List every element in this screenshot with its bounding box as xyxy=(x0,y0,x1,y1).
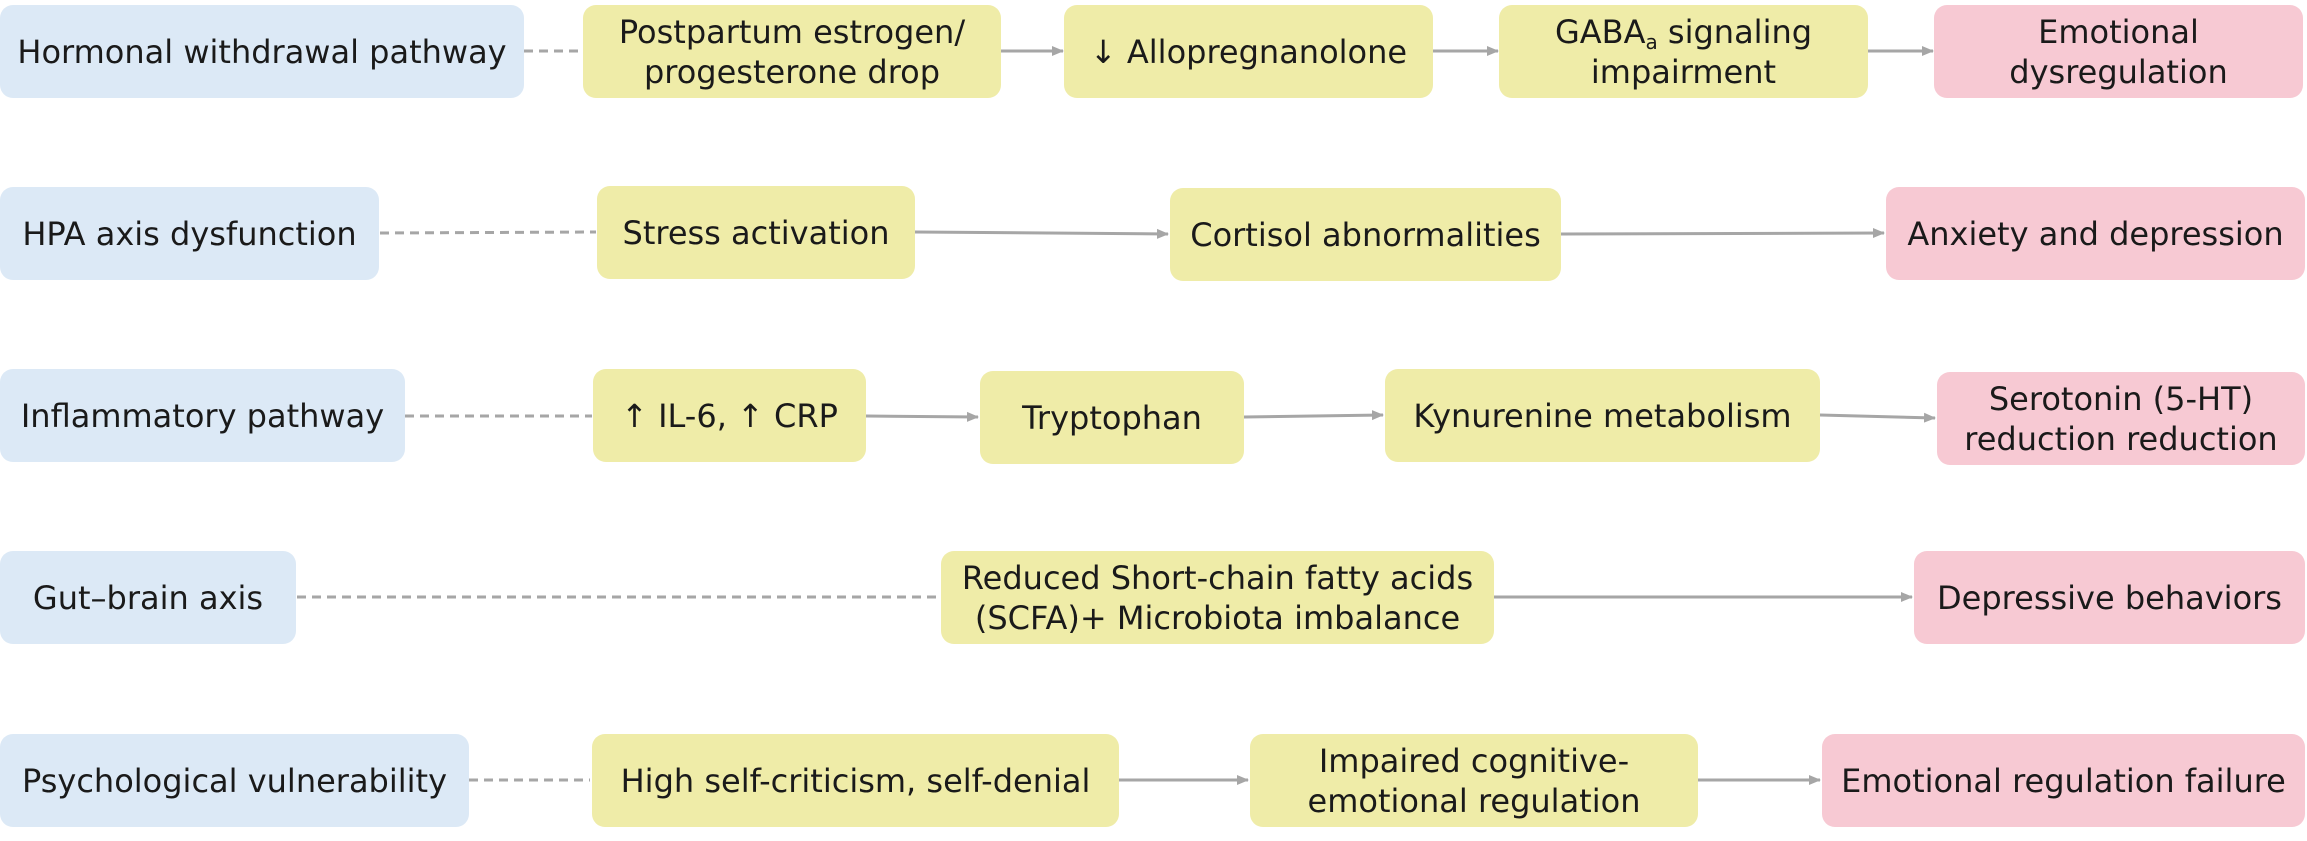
arrow-kynurenine-to-serotonin xyxy=(1819,412,1936,423)
node-impaired-regulation: Impaired cognitive- emotional regulation xyxy=(1250,734,1698,827)
outcome-anxiety-depression: Anxiety and depression xyxy=(1886,187,2305,280)
node-il6-crp: ↑ IL-6, ↑ CRP xyxy=(593,369,866,462)
outcome-label: Emotional dysregulation xyxy=(2009,12,2228,91)
category-inflammatory: Inflammatory pathway xyxy=(0,369,405,462)
category-label: HPA axis dysfunction xyxy=(22,214,357,253)
gaba-prefix: GABA xyxy=(1554,12,1646,51)
node-label: Kynurenine metabolism xyxy=(1413,396,1792,435)
node-label: Postpartum estrogen/ progesterone drop xyxy=(618,12,966,91)
dashed-link-hpa xyxy=(379,230,597,235)
node-label: Reduced Short-chain fatty acids (SCFA)+ … xyxy=(961,558,1474,637)
outcome-serotonin-reduction: Serotonin (5-HT) reduction reduction xyxy=(1937,372,2305,465)
arrow-cortisol-to-anxiety xyxy=(1560,228,1885,239)
node-label: ↑ IL-6, ↑ CRP xyxy=(621,396,838,435)
category-hpa-axis: HPA axis dysfunction xyxy=(0,187,379,280)
category-label: Gut–brain axis xyxy=(32,578,264,617)
category-psychological-vulnerability: Psychological vulnerability xyxy=(0,734,469,827)
outcome-emotional-regulation-failure: Emotional regulation failure xyxy=(1822,734,2305,827)
node-stress-activation: Stress activation xyxy=(597,186,915,279)
outcome-emotional-dysregulation: Emotional dysregulation xyxy=(1934,5,2303,98)
node-estrogen-progesterone-drop: Postpartum estrogen/ progesterone drop xyxy=(583,5,1001,98)
category-label: Inflammatory pathway xyxy=(20,396,385,435)
node-label: ↓ Allopregnanolone xyxy=(1089,32,1408,71)
gaba-suffix: signaling impairment xyxy=(1590,12,1813,91)
arrow-il6-to-tryptophan xyxy=(865,411,979,422)
gaba-subscript: a xyxy=(1645,29,1658,54)
arrow-tryptophan-to-kynurenine xyxy=(1243,410,1384,421)
node-label: Cortisol abnormalities xyxy=(1190,215,1541,254)
category-hormonal-withdrawal: Hormonal withdrawal pathway xyxy=(0,5,524,98)
node-self-criticism: High self-criticism, self-denial xyxy=(592,734,1119,827)
category-label: Hormonal withdrawal pathway xyxy=(17,32,507,71)
node-label: Tryptophan xyxy=(1022,398,1202,437)
outcome-label: Anxiety and depression xyxy=(1907,214,2284,253)
arrow-stress-to-cortisol xyxy=(914,228,1169,239)
node-cortisol-abnormalities: Cortisol abnormalities xyxy=(1170,188,1561,281)
node-allopregnanolone: ↓ Allopregnanolone xyxy=(1064,5,1433,98)
outcome-label: Serotonin (5-HT) reduction reduction xyxy=(1964,379,2278,458)
node-tryptophan: Tryptophan xyxy=(980,371,1244,464)
node-gaba-signaling-impairment: GABAa signaling impairment xyxy=(1499,5,1868,98)
outcome-depressive-behaviors: Depressive behaviors xyxy=(1914,551,2305,644)
node-kynurenine-metabolism: Kynurenine metabolism xyxy=(1385,369,1820,462)
category-label: Psychological vulnerability xyxy=(21,761,448,800)
gaba-node-label: GABAa signaling impairment xyxy=(1555,12,1812,92)
node-label: High self-criticism, self-denial xyxy=(620,761,1091,800)
node-scfa-microbiota: Reduced Short-chain fatty acids (SCFA)+ … xyxy=(941,551,1494,644)
outcome-label: Emotional regulation failure xyxy=(1841,761,2286,800)
node-label: Impaired cognitive- emotional regulation xyxy=(1307,741,1641,820)
category-gut-brain-axis: Gut–brain axis xyxy=(0,551,296,644)
outcome-label: Depressive behaviors xyxy=(1937,578,2282,617)
node-label: Stress activation xyxy=(622,213,890,252)
